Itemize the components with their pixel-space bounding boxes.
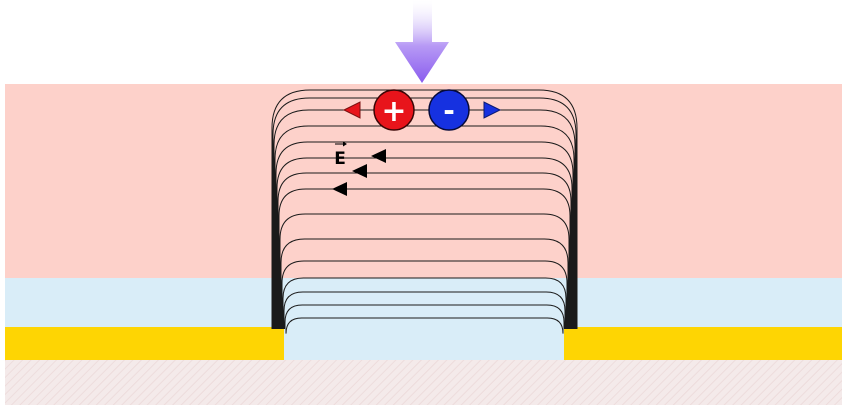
field-line [274, 125, 575, 329]
field-arrow-icon [332, 182, 347, 196]
field-line [280, 238, 569, 329]
field-line [282, 277, 567, 329]
substrate-layer [5, 360, 842, 405]
field-line [285, 317, 564, 334]
right-triangle-icon [483, 101, 502, 119]
left-electrode [5, 327, 284, 360]
field-line [276, 157, 573, 329]
field-line [284, 304, 565, 329]
left-triangle-icon [342, 101, 361, 119]
field-line [283, 291, 566, 329]
down-arrow-icon [395, 0, 449, 83]
field-label: E [334, 141, 347, 169]
negative-charge: - [428, 89, 470, 131]
top-layer [5, 84, 842, 278]
field-line [279, 213, 570, 329]
field-arrow-icon [352, 164, 367, 178]
positive-charge-symbol: + [381, 94, 406, 129]
field-label-text: E [334, 149, 346, 169]
field-arrow-icon [371, 149, 386, 163]
right-electrode [564, 327, 842, 360]
field-line [281, 260, 568, 329]
field-lines [271, 89, 578, 334]
field-line [271, 89, 578, 329]
field-line [275, 141, 574, 329]
field-line [277, 172, 572, 329]
negative-charge-symbol: - [443, 94, 455, 127]
field-line [278, 188, 571, 329]
positive-charge: + [373, 89, 415, 131]
field-line [273, 109, 576, 329]
field-line [272, 97, 577, 329]
